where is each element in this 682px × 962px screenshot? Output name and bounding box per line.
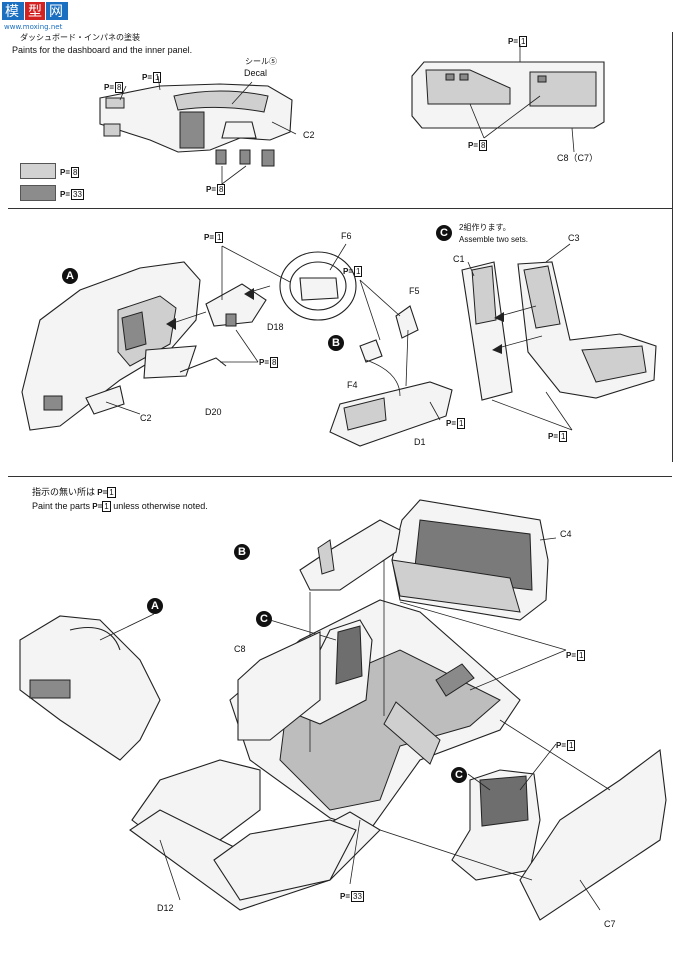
paint-callout: P=1 <box>508 36 528 47</box>
step-marker-c: C <box>436 225 452 241</box>
section2-note-en: Assemble two sets. <box>459 235 528 244</box>
step-marker-c: C <box>451 767 467 783</box>
paint-callout: P=8 <box>206 184 226 195</box>
color-swatch-light <box>20 163 56 179</box>
part-label-d12: D12 <box>157 903 174 913</box>
part-label-d20: D20 <box>205 407 222 417</box>
paint-callout: P=1 <box>566 650 586 661</box>
part-label-d1: D1 <box>414 437 426 447</box>
part-label-c7: C7 <box>604 919 616 929</box>
paint-callout: P=1 <box>446 418 466 429</box>
section3-note-jp: 指示の無い所は P=1 <box>32 487 116 498</box>
section3-note-en: Paint the parts P=1 unless otherwise not… <box>32 501 208 512</box>
color-swatch-dark <box>20 185 56 201</box>
part-label-c2: C2 <box>303 130 315 140</box>
part-label-f5: F5 <box>409 286 420 296</box>
part-label-c8: C8 <box>234 644 246 654</box>
legend-label: P=33 <box>60 189 84 200</box>
paint-callout: P=8 <box>468 140 488 151</box>
section1-title-jp: ダッシュボード・インパネの塗装 <box>20 33 140 42</box>
decal-label-en: Decal <box>244 68 268 78</box>
paint-callout: P=8 <box>259 357 279 368</box>
step-marker-b: B <box>328 335 344 351</box>
section-divider-2 <box>8 476 672 477</box>
rear-seat-illustration <box>391 499 557 621</box>
part-label-c3: C3 <box>568 233 580 243</box>
step-marker-b: B <box>234 544 250 560</box>
part-label-f6: F6 <box>341 231 352 241</box>
step-marker-a: A <box>62 268 78 284</box>
site-logo: 模 型 网 www.moxing.net <box>2 2 70 32</box>
paint-callout: P=1 <box>142 72 162 83</box>
console-b-assembly <box>299 519 401 752</box>
part-label-f4: F4 <box>347 380 358 390</box>
steering-column-illustration <box>166 243 357 373</box>
part-label-d18: D18 <box>267 322 284 332</box>
part-label-c1: C1 <box>453 254 465 264</box>
paint-callout: P=1 <box>343 266 363 277</box>
dashboard-a-assembly <box>19 613 161 761</box>
section2-note-jp: 2組作ります。 <box>459 223 511 232</box>
paint-callout: P=1 <box>556 740 576 751</box>
right-border <box>672 32 673 462</box>
svg-text:模: 模 <box>5 4 19 20</box>
part-label-c2: C2 <box>140 413 152 423</box>
legend-label: P=8 <box>60 167 80 178</box>
paint-callout: P=1 <box>204 232 224 243</box>
part-label-c8: C8（C7） <box>557 153 599 163</box>
paint-callout: P=8 <box>104 82 124 93</box>
svg-text:www.moxing.net: www.moxing.net <box>4 23 63 31</box>
part-label-c4: C4 <box>560 529 572 539</box>
console-illustration <box>329 279 453 447</box>
seat-illustration <box>461 243 657 431</box>
svg-text:网: 网 <box>49 4 63 20</box>
dashboard-a-illustration <box>21 261 201 431</box>
svg-text:型: 型 <box>28 4 42 20</box>
dashboard-illustration <box>99 75 297 185</box>
section-divider-1 <box>8 208 672 209</box>
step-marker-c: C <box>256 611 272 627</box>
decal-label-jp: シール⑤ <box>245 57 277 66</box>
section1-title-en: Paints for the dashboard and the inner p… <box>12 45 193 55</box>
door-panel-illustration <box>411 44 605 153</box>
step-marker-a: A <box>147 598 163 614</box>
paint-callout: P=1 <box>548 431 568 442</box>
side-panels-assembly <box>159 601 667 921</box>
paint-callout: P=33 <box>340 891 364 902</box>
